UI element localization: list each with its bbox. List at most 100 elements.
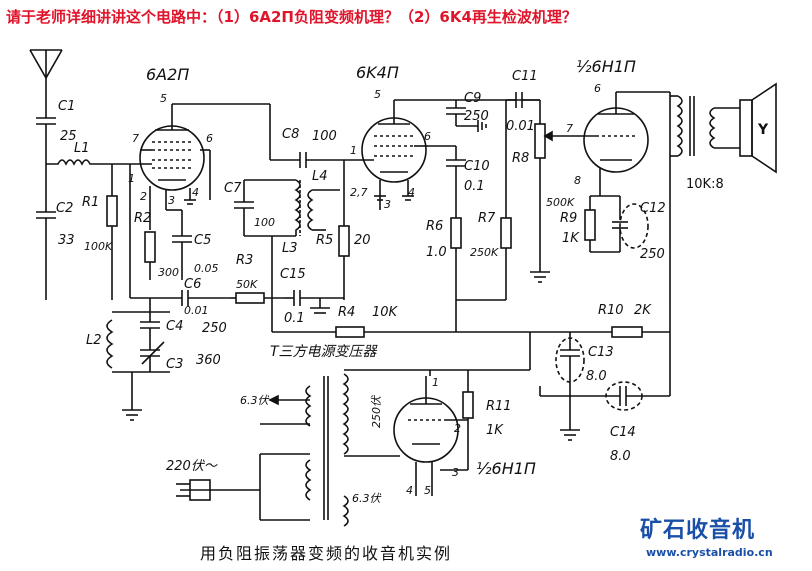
label-c13v: 8.0 [586,369,607,384]
label-l1: L1 [74,141,90,156]
label-speaker: Y [757,122,769,138]
label-r4v: 10K [372,305,399,320]
speaker-icon [739,82,777,174]
inductor-l4 [307,189,314,231]
label-r6v: 1.0 [426,245,447,260]
capacitor-c10 [428,145,466,218]
inductor-l2 [106,311,170,373]
label-c8: C8 [282,127,299,142]
pin-1d: 1 [432,376,439,389]
pin-6a: 6 [206,132,213,145]
resistor-r9 [584,195,620,252]
site-watermark: www.crystalradio.cn [646,546,773,559]
tube-label-v3: ½6H1П [576,57,636,76]
ground-icon [122,409,142,421]
label-c2v: 33 [58,233,75,248]
resistor-r4 [271,236,456,338]
potentiometer-r8 [534,100,574,272]
label-r6: R6 [426,219,443,234]
label-r3: R3 [236,253,253,268]
label-r7: R7 [478,211,496,226]
capacitor-c11 [506,92,540,108]
tube-label-v2: 6K4П [356,63,399,82]
tube-6h1p-rect [393,376,468,496]
label-l3: L3 [282,241,298,256]
pin-7c: 7 [566,122,573,135]
pin-5d: 5 [424,484,431,497]
pin-5a: 5 [160,92,167,105]
pin-3b: 3 [384,198,391,211]
label-250v: 250伏 [370,395,383,428]
label-r5v: 20 [354,233,371,248]
capacitor-c12 [612,196,649,252]
label-c15: C15 [280,267,306,282]
antenna-icon [29,49,63,110]
label-c1: C1 [58,99,75,114]
label-r9v: 1K [562,231,580,246]
label-c7v: 100 [254,216,275,229]
tube-label-v1: 6A2П [146,65,189,84]
capacitor-c8 [270,152,350,168]
label-r1v: 100K [84,240,113,253]
resistor-r6 [450,217,462,332]
power-plug-icon [176,479,260,501]
label-r7v: 250K [470,246,499,259]
capacitor-c7 [234,180,254,236]
label-r5: R5 [316,233,333,248]
label-l4: L4 [312,169,328,184]
label-c3: C3 [166,357,183,372]
resistor-r2 [144,231,156,280]
capacitor-c15 [284,290,344,314]
pin-7a: 7 [132,132,139,145]
capacitor-c1 [36,110,56,164]
pin-6b: 6 [424,130,431,143]
label-c12v: 250 [640,247,665,262]
tube-6k4p [350,100,428,210]
label-c13: C13 [588,345,614,360]
label-power-trafo: T三方电源变压器 [270,344,379,360]
pin-1b: 1 [350,144,357,157]
pin-3a: 3 [168,194,175,207]
label-c9: C9 [464,91,481,106]
label-r3v: 50K [236,278,258,291]
pin-4d: 4 [406,484,413,497]
label-l2: L2 [86,333,102,348]
label-c4v: 250 [202,321,227,336]
label-r10v: 2K [634,303,652,318]
label-c4: C4 [166,319,183,334]
output-transformer [670,95,740,157]
label-c11: C11 [512,69,538,84]
label-c10v: 0.1 [464,179,485,194]
resistor-r5 [338,160,350,300]
pin-6c: 6 [594,82,601,95]
pin-8c: 8 [574,174,581,187]
pin-5b: 5 [374,88,381,101]
tube-6h1p-amp [574,92,649,196]
pin-3d: 3 [452,466,459,479]
pin-27b: 2,7 [350,186,368,199]
capacitor-c5 [166,209,192,280]
pin-1a: 1 [128,172,135,185]
label-c3v: 360 [196,353,221,368]
label-c5v: 0.05 [194,262,219,275]
label-r9: R9 [560,211,577,226]
label-c11v: 0.01 [506,119,535,134]
label-r1: R1 [82,195,99,210]
capacitor-c13 [555,332,585,430]
capacitor-c3 [140,341,165,372]
capacitor-c14 [540,381,670,411]
capacitor-c4 [140,312,160,350]
resistor-r7 [456,100,512,301]
label-c6: C6 [184,277,201,292]
label-out-ratio: 10K:8 [686,177,724,192]
label-r8v: 500K [546,196,575,209]
pin-4b: 4 [408,186,415,199]
label-c12: C12 [640,201,666,216]
label-c14: C14 [610,425,636,440]
label-r10: R10 [598,303,624,318]
label-631a: 6.3伏 [240,394,269,407]
figure-caption: 用负阻振荡器变频的收音机实例 [200,544,453,563]
